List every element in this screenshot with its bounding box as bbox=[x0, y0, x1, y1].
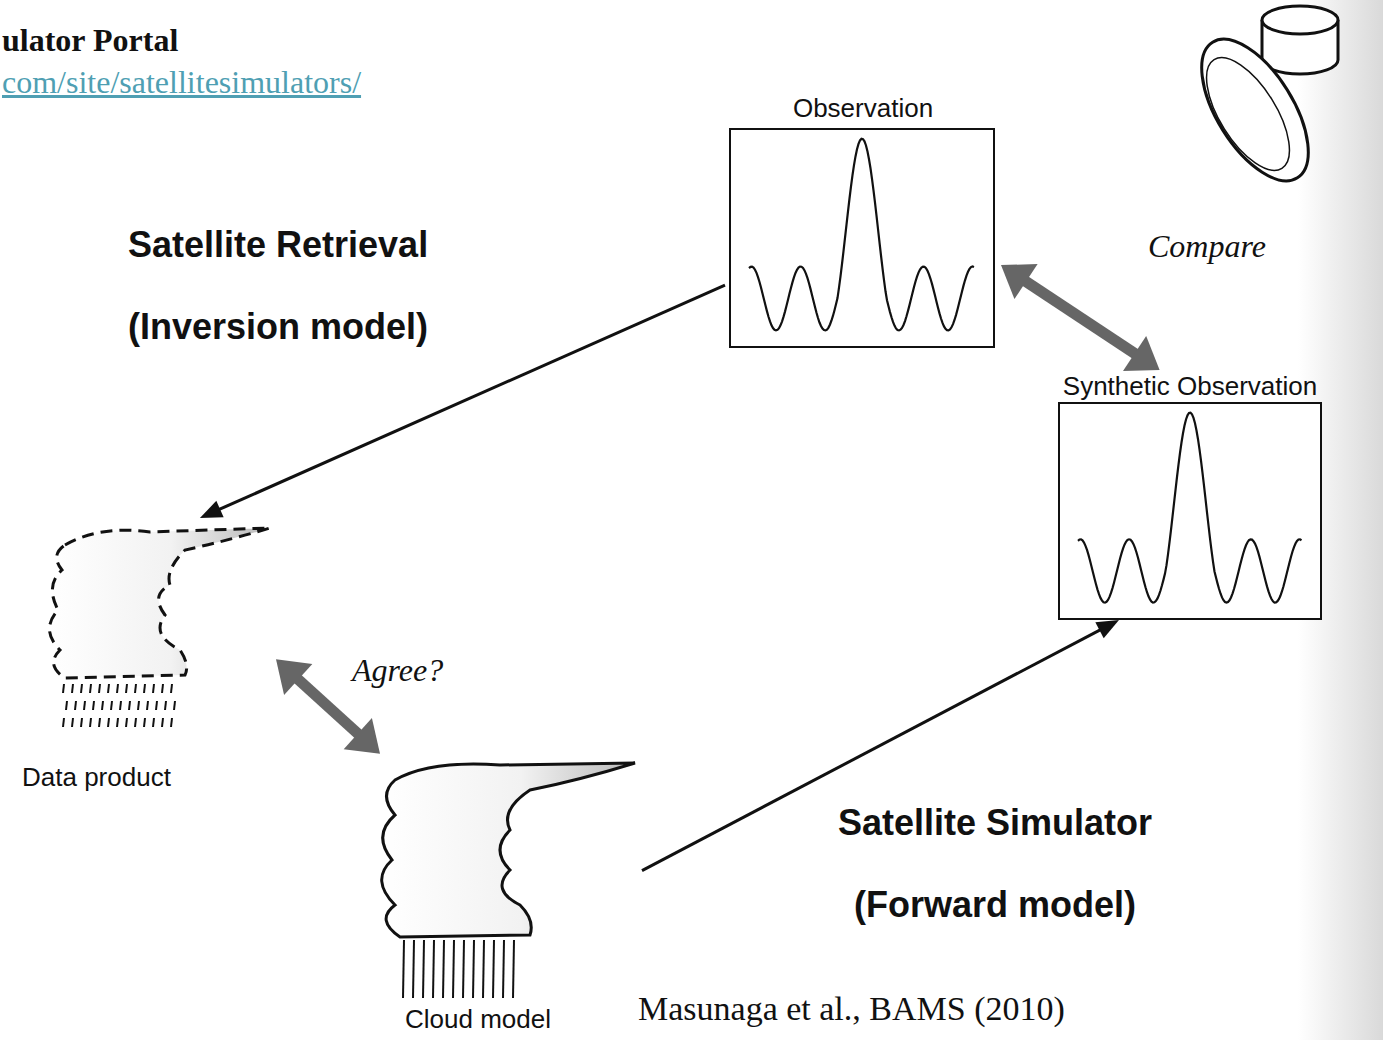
slide-title: ulator Portal bbox=[2, 20, 178, 60]
edge-label: Agree? bbox=[352, 650, 482, 690]
cloud-model-cloud bbox=[382, 763, 635, 998]
edge-label: Satellite Retrieval (Inversion model) bbox=[128, 204, 528, 368]
data-product-cloud bbox=[49, 528, 270, 727]
waveform bbox=[1060, 404, 1320, 618]
synthetic-observation-panel: Synthetic Observation bbox=[1007, 370, 1373, 620]
node-label: Data product bbox=[22, 761, 171, 793]
connector-line bbox=[295, 677, 361, 737]
waveform bbox=[731, 130, 993, 346]
observation-panel: Observation bbox=[725, 92, 1001, 348]
node-label: Cloud model bbox=[405, 1003, 551, 1035]
waveform-box bbox=[1058, 402, 1322, 620]
arrowhead bbox=[344, 718, 380, 754]
waveform-box bbox=[729, 128, 995, 348]
arrowhead bbox=[1095, 620, 1119, 638]
connector-line bbox=[1023, 279, 1138, 355]
node-label: Synthetic Observation bbox=[1007, 370, 1373, 402]
arrowhead bbox=[200, 501, 224, 518]
arrowhead bbox=[1001, 264, 1038, 299]
edge-label: Compare bbox=[1148, 226, 1288, 266]
arrowhead bbox=[276, 659, 312, 695]
url-link: com/site/satellitesimulators/ bbox=[2, 62, 361, 102]
arrowhead bbox=[1123, 336, 1160, 371]
double-arrow bbox=[1001, 264, 1160, 371]
edge-label: Satellite Simulator (Forward model) bbox=[800, 782, 1190, 946]
node-label: Observation bbox=[725, 92, 1001, 124]
cloud-model-node: Cloud model bbox=[380, 745, 642, 1037]
satellite-icon bbox=[1180, 6, 1338, 198]
citation: Masunaga et al., BAMS (2010) bbox=[638, 988, 1065, 1030]
data-product-node: Data product bbox=[18, 518, 276, 795]
